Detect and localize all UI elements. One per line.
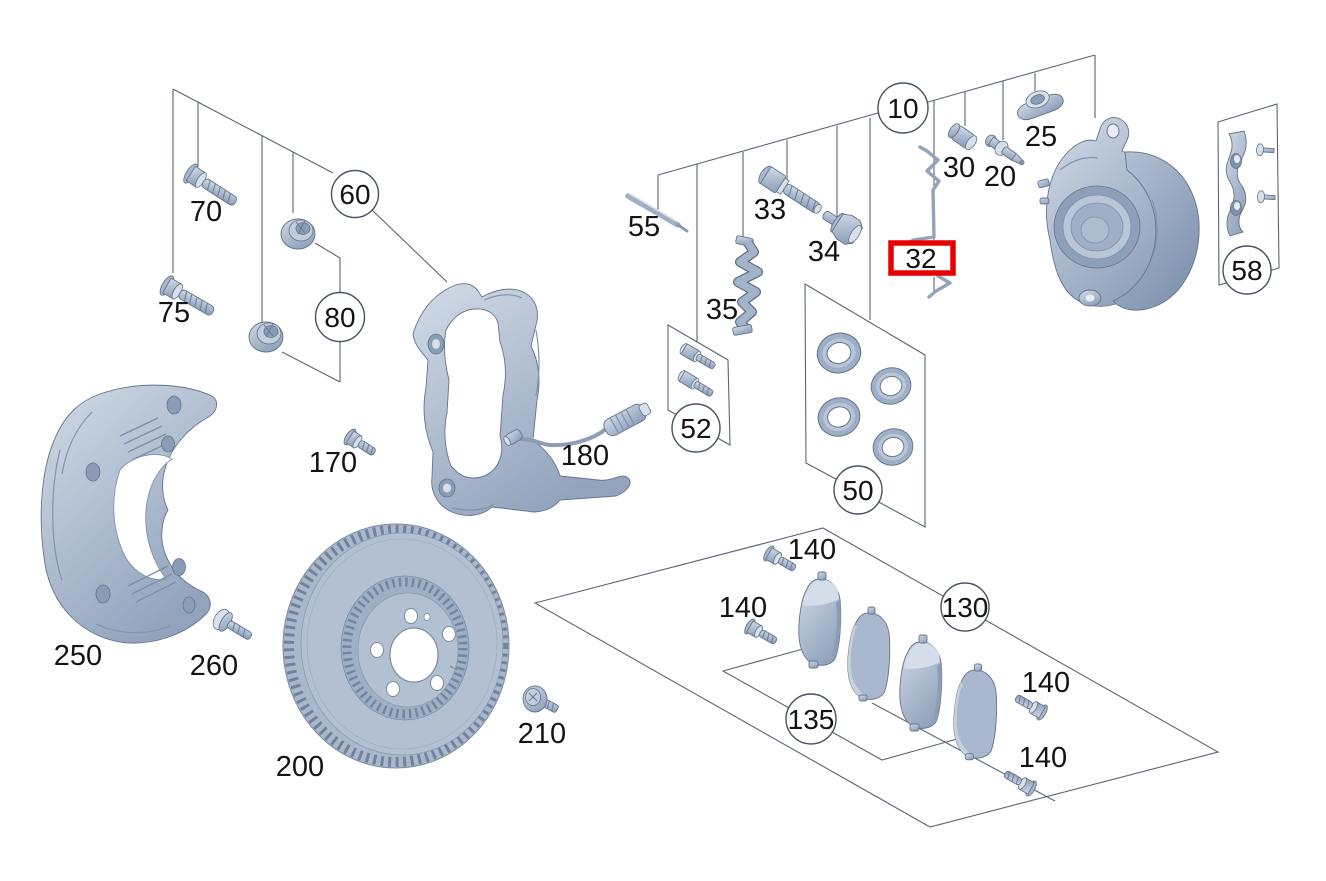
kit-panel-50 (804, 283, 926, 528)
part-label-70[interactable]: 70 (190, 196, 222, 228)
brake-pad-2 (847, 606, 891, 702)
seal-kit-50 (812, 327, 918, 471)
bolt-170 (343, 428, 376, 456)
pad-set-outline (533, 527, 1220, 828)
part-label-75[interactable]: 75 (158, 297, 190, 329)
part-label-32[interactable]: 32 (905, 243, 936, 274)
part-label-35[interactable]: 35 (706, 294, 738, 326)
callout-130-label[interactable]: 130 (942, 592, 989, 623)
part-label-210[interactable]: 210 (518, 718, 566, 750)
part-label-140-b[interactable]: 140 (719, 592, 767, 624)
caliper-bracket (412, 283, 631, 516)
callout-130[interactable]: 130 (940, 582, 990, 632)
wear-sensor-180 (503, 402, 651, 448)
part-label-170[interactable]: 170 (309, 447, 357, 479)
brake-pad-1 (798, 571, 842, 669)
part-label-250[interactable]: 250 (54, 640, 102, 672)
bleeder-cap-30 (947, 123, 978, 151)
splash-shield (40, 384, 218, 644)
part-label-140-c[interactable]: 140 (1022, 667, 1070, 699)
bolt-34 (822, 210, 863, 245)
part-label-55[interactable]: 55 (628, 211, 660, 243)
bleeder-valve-20 (985, 134, 1025, 166)
callout-10-label[interactable]: 10 (887, 93, 918, 124)
callout-60-label[interactable]: 60 (339, 179, 370, 210)
bushing-sleeve-25 (1017, 90, 1064, 121)
callout-135[interactable]: 135 (785, 693, 837, 745)
kit-panel-52 (667, 324, 731, 446)
part-label-33[interactable]: 33 (754, 194, 786, 226)
carrier-plate-kit-58 (1225, 130, 1276, 237)
callout-60[interactable]: 60 (330, 169, 380, 219)
part-label-260[interactable]: 260 (190, 650, 238, 682)
callout-80[interactable]: 80 (314, 291, 366, 343)
highlighted-callout-32[interactable]: 32 (888, 240, 956, 276)
brake-disc (282, 523, 510, 769)
leader-lines (172, 54, 1280, 828)
part-label-25[interactable]: 25 (1025, 121, 1057, 153)
brake-pad-4 (953, 663, 998, 761)
guide-bolt-33 (758, 165, 822, 214)
bolt-260 (212, 608, 252, 640)
callout-50-label[interactable]: 50 (842, 475, 873, 506)
callout-52-label[interactable]: 52 (680, 413, 711, 444)
part-label-180[interactable]: 180 (561, 440, 609, 472)
highlight-box (888, 240, 956, 276)
retaining-spring-35 (732, 235, 763, 336)
part-label-30[interactable]: 30 (943, 152, 975, 184)
part-label-140-d[interactable]: 140 (1019, 742, 1067, 774)
part-label-34[interactable]: 34 (808, 236, 840, 268)
guide-bolt-kit-52 (675, 341, 718, 400)
guide-bushing-upper (280, 218, 316, 250)
callout-10[interactable]: 10 (877, 82, 929, 134)
disc-screw-210 (522, 685, 559, 713)
callout-58[interactable]: 58 (1222, 245, 1272, 295)
callout-58-label[interactable]: 58 (1231, 255, 1262, 286)
guide-bushing-lower (248, 321, 284, 353)
caliper-housing (1037, 117, 1200, 311)
callout-50[interactable]: 50 (833, 465, 883, 515)
kit-panel-58 (1217, 103, 1280, 286)
part-label-140-a[interactable]: 140 (788, 534, 836, 566)
brake-pad-3 (899, 634, 943, 732)
pin-55 (625, 193, 689, 233)
callout-135-label[interactable]: 135 (788, 704, 835, 735)
part-label-200[interactable]: 200 (276, 751, 324, 783)
callout-80-label[interactable]: 80 (324, 302, 355, 333)
part-label-20[interactable]: 20 (984, 161, 1016, 193)
callout-52[interactable]: 52 (671, 403, 721, 453)
